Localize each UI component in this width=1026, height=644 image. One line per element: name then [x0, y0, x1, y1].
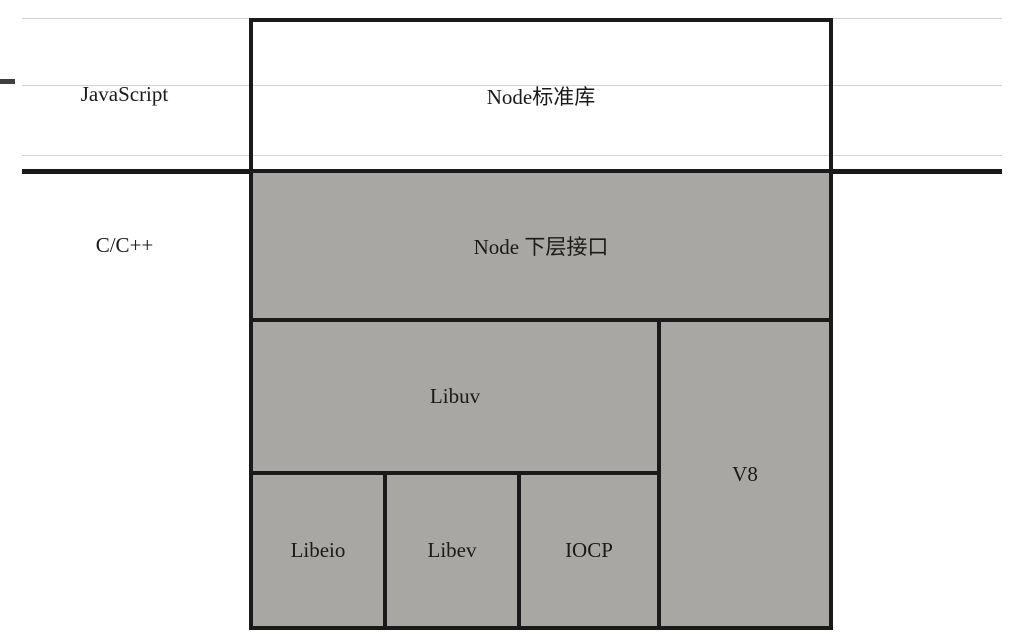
block-node-stdlib: Node标准库: [249, 18, 833, 173]
block-libuv-label: Libuv: [429, 384, 481, 408]
layer-label-javascript: JavaScript: [80, 81, 169, 106]
block-libev: Libev: [383, 471, 521, 630]
block-libeio: Libeio: [249, 471, 387, 630]
block-v8-label: V8: [732, 461, 758, 486]
block-iocp-label: IOCP: [565, 538, 613, 562]
grid-line-middle: [22, 85, 1002, 86]
block-libuv: Libuv: [249, 318, 661, 475]
block-iocp: IOCP: [517, 471, 661, 630]
block-node-lower-interface-label: Node 下层接口: [473, 234, 609, 259]
block-node-stdlib-label: Node标准库: [486, 84, 596, 109]
grid-line-bottom: [22, 155, 1002, 156]
block-libev-label: Libev: [427, 538, 477, 562]
block-node-lower-interface: Node 下层接口: [249, 169, 833, 322]
block-v8: V8: [657, 318, 833, 630]
left-edge-mark: [0, 79, 15, 84]
layer-label-c-cpp: C/C++: [95, 233, 154, 257]
block-libeio-label: Libeio: [290, 538, 346, 562]
